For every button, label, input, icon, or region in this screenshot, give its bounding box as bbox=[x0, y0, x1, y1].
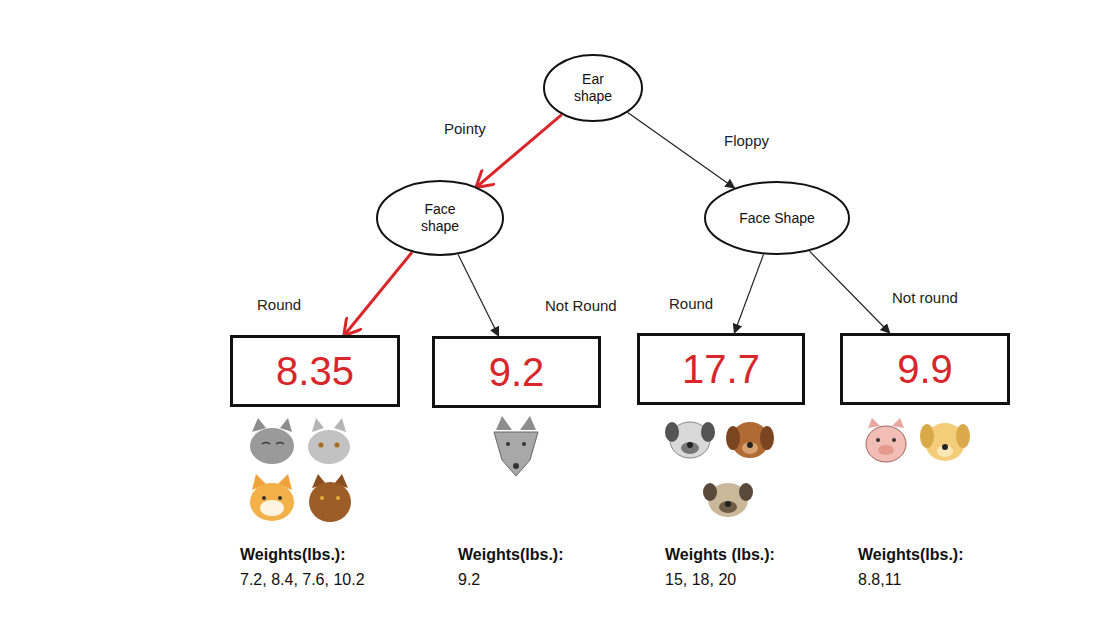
node-label: Face Shape bbox=[739, 210, 815, 227]
ellipse-shape bbox=[377, 181, 503, 255]
weights-values: 8.8,11 bbox=[858, 571, 901, 589]
leaf-box: 8.35 bbox=[230, 335, 400, 407]
tree-branch bbox=[477, 115, 562, 187]
pig-icon bbox=[866, 418, 906, 462]
pointy-face-icon bbox=[494, 416, 538, 476]
cat-icon bbox=[250, 418, 294, 464]
tree-branch bbox=[344, 252, 412, 335]
tree-branch bbox=[734, 254, 763, 333]
leaf-box: 17.7 bbox=[637, 333, 805, 405]
cat-icon bbox=[250, 474, 294, 521]
branch-label: Floppy bbox=[722, 132, 771, 149]
dog-icon bbox=[665, 422, 715, 458]
branch-label: Pointy bbox=[442, 120, 488, 137]
branch-label: Round bbox=[667, 295, 715, 312]
weights-values: 15, 18, 20 bbox=[665, 571, 736, 589]
dog-icon bbox=[920, 423, 970, 461]
weights-heading: Weights(lbs.): bbox=[240, 546, 345, 564]
weights-values: 9.2 bbox=[458, 571, 480, 589]
weights-heading: Weights (lbs.): bbox=[665, 546, 775, 564]
ellipse-shape bbox=[544, 55, 642, 121]
weights-heading: Weights(lbs.): bbox=[458, 546, 563, 564]
cat-icon bbox=[309, 474, 351, 522]
branch-label: Round bbox=[255, 296, 303, 313]
leaf-value: 9.9 bbox=[897, 347, 953, 391]
weights-heading: Weights(lbs.): bbox=[858, 546, 963, 564]
decision-ellipse: Ear shape bbox=[543, 54, 643, 122]
branch-label: Not Round bbox=[543, 297, 619, 314]
leaf-value: 8.35 bbox=[276, 349, 354, 393]
leaf-box: 9.2 bbox=[432, 336, 601, 408]
leaf-value: 17.7 bbox=[682, 347, 760, 391]
leaf-box: 9.9 bbox=[840, 333, 1010, 405]
weights-values: 7.2, 8.4, 7.6, 10.2 bbox=[240, 571, 365, 589]
ellipse-shape bbox=[705, 182, 849, 254]
node-label: Ear shape bbox=[566, 71, 621, 105]
decision-ellipse: Face Shape bbox=[704, 181, 850, 255]
leaf-value: 9.2 bbox=[489, 350, 545, 394]
dog-icon bbox=[726, 422, 774, 458]
tree-branch bbox=[628, 112, 735, 187]
tree-branch bbox=[809, 251, 889, 333]
cat-icon bbox=[308, 418, 350, 464]
branch-label: Not round bbox=[890, 289, 960, 306]
tree-branch bbox=[458, 254, 499, 336]
dog-icon bbox=[703, 483, 753, 517]
node-label: Face shape bbox=[405, 201, 475, 235]
decision-ellipse: Face shape bbox=[376, 180, 504, 256]
